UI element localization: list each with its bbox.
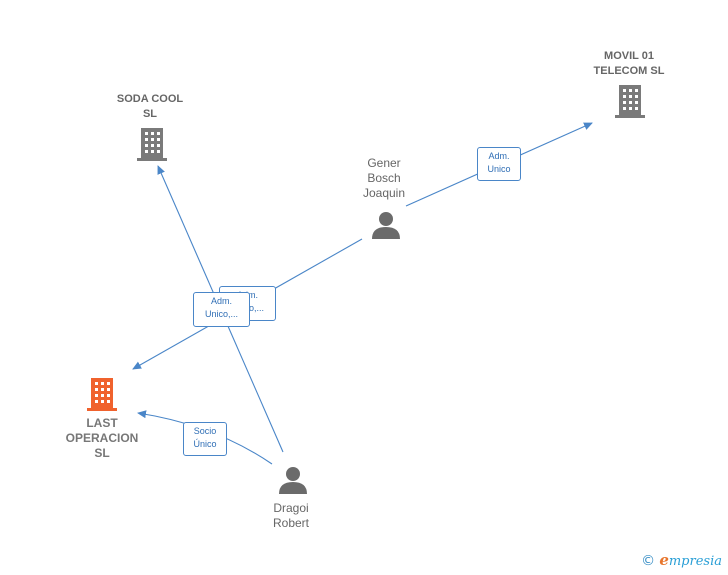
node-label-gener[interactable]: Gener Bosch Joaquin	[362, 156, 406, 200]
focus-building-icon[interactable]	[87, 378, 117, 411]
brand-name: mpresia	[668, 554, 722, 569]
node-label-last-operacion[interactable]: LAST OPERACION SL	[65, 416, 139, 460]
edge-label-dragoi-last: Socio Único	[183, 422, 227, 456]
node-label-dragoi[interactable]: Dragoi Robert	[272, 501, 310, 530]
edge-label-gener-movil: Adm. Unico	[477, 147, 521, 181]
person-icon[interactable]	[279, 467, 307, 494]
node-label-soda-cool[interactable]: SODA COOL SL	[116, 93, 184, 120]
building-icon[interactable]	[615, 85, 645, 118]
brand-initial: e	[659, 551, 669, 569]
copyright-symbol: ©	[641, 553, 656, 569]
node-label-movil-01[interactable]: MOVIL 01 TELECOM SL	[593, 50, 665, 77]
edge-label-dragoi-soda: Adm. Unico,...	[193, 292, 250, 327]
building-icon[interactable]	[137, 128, 167, 161]
empresia-logo[interactable]: © empresia	[641, 551, 722, 569]
person-icon[interactable]	[372, 212, 400, 239]
